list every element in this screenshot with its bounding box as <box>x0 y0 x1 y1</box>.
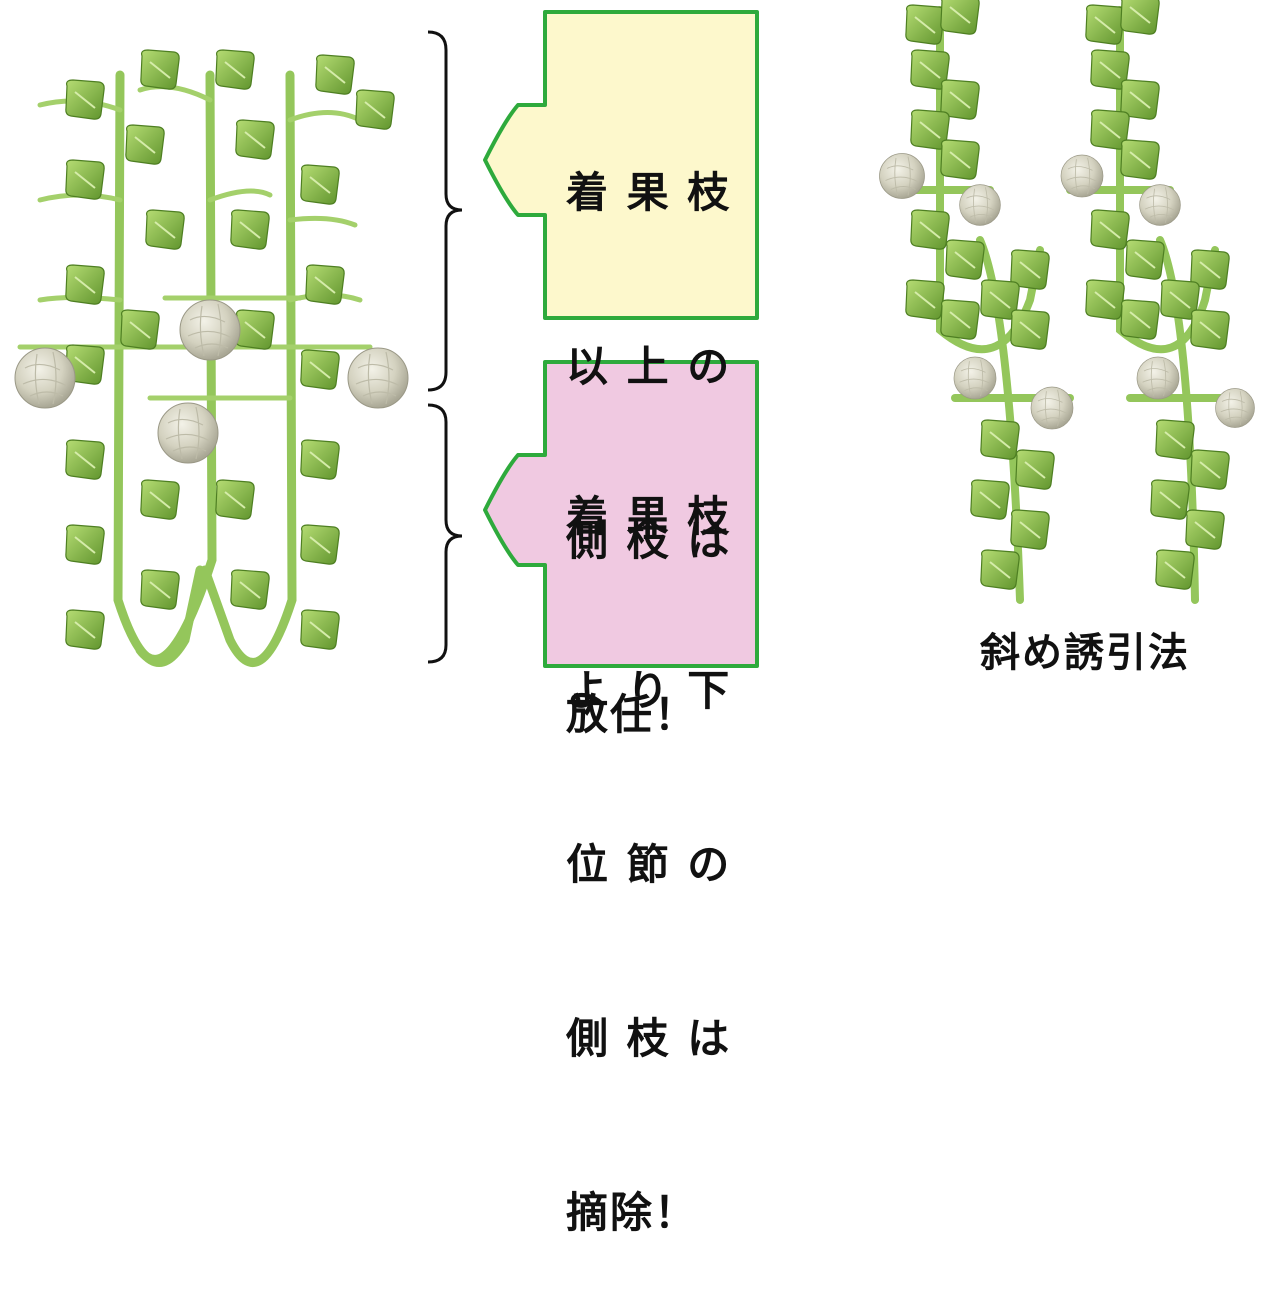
callout-upper <box>483 10 759 320</box>
callout-lower-line: 摘除！ <box>566 1188 699 1237</box>
bracket-icon <box>427 30 463 664</box>
arrow-icon <box>483 360 759 668</box>
left-plant <box>14 49 409 667</box>
callout-lower <box>483 360 759 668</box>
right-plants <box>879 0 1255 604</box>
callout-lower-line: 位 節 の <box>566 840 732 889</box>
callout-upper-line: 側 枝 は <box>566 516 732 565</box>
callout-lower-text: 着 果 枝 よ り 下 位 節 の 側 枝 は 摘除！ <box>566 372 731 1300</box>
callout-lower-line: 着 果 枝 <box>566 492 732 541</box>
training-diagram <box>14 0 1255 668</box>
method-caption: 斜め誘引法 <box>980 630 1190 676</box>
callout-lower-line: よ り 下 <box>566 666 732 715</box>
callout-upper-line: 着 果 枝 <box>566 168 732 217</box>
arrow-icon <box>483 10 759 320</box>
callout-upper-line: 以 上 の <box>566 342 732 391</box>
leaf-icon <box>904 0 1231 591</box>
callout-lower-line: 側 枝 は <box>566 1014 732 1063</box>
